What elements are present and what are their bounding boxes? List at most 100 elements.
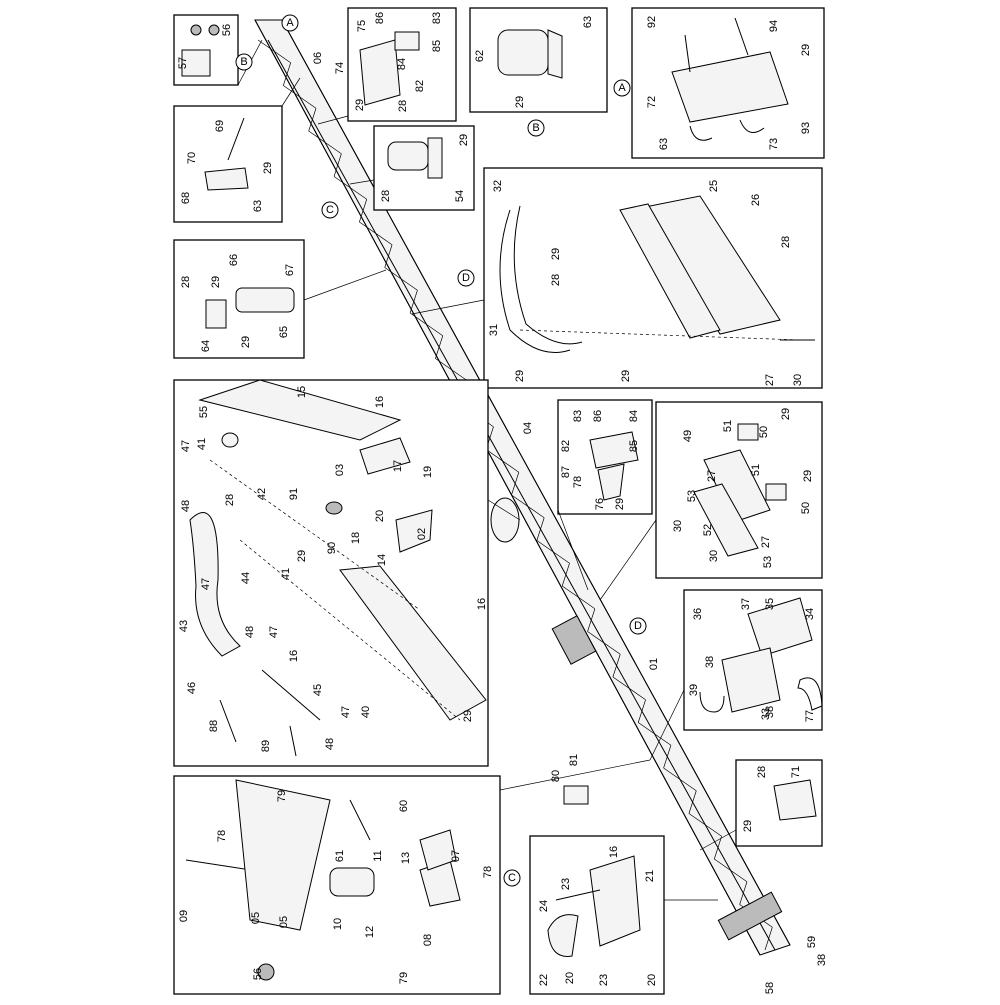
callout-label: 06 bbox=[312, 52, 324, 64]
callout-label: 87 bbox=[560, 466, 572, 478]
callout-label: B bbox=[532, 122, 539, 134]
callout-label: 28 bbox=[550, 274, 562, 286]
arm-14 bbox=[339, 565, 487, 721]
callout-label: 46 bbox=[186, 682, 198, 694]
clamp-50-b bbox=[765, 483, 787, 501]
callout-label: 55 bbox=[198, 406, 210, 418]
callout-label: 65 bbox=[278, 326, 290, 338]
callout-label: 90 bbox=[326, 542, 338, 554]
bracket-64 bbox=[205, 299, 227, 329]
callout-label: 12 bbox=[364, 926, 376, 938]
callout-label: 47 bbox=[340, 706, 352, 718]
hose-89 bbox=[289, 725, 297, 757]
callout-label: 78 bbox=[216, 830, 228, 842]
callout-label: 92 bbox=[646, 16, 658, 28]
callout-label: 93 bbox=[800, 122, 812, 134]
rod-45 bbox=[261, 669, 321, 721]
callout-label: 01 bbox=[648, 658, 660, 670]
link-43 bbox=[189, 512, 241, 657]
callout-label: 39 bbox=[688, 684, 700, 696]
clamp-50 bbox=[737, 423, 759, 441]
callout-label: 71 bbox=[790, 766, 802, 778]
callout-label: 37 bbox=[740, 598, 752, 610]
callout-label: D bbox=[462, 272, 470, 284]
callout-label: 10 bbox=[332, 918, 344, 930]
truss-brace bbox=[688, 790, 697, 814]
mount-72 bbox=[671, 51, 789, 123]
callout-label: 61 bbox=[334, 850, 346, 862]
callout-circle bbox=[457, 269, 475, 287]
callout-label: 15 bbox=[296, 386, 308, 398]
callout-label: 35 bbox=[764, 598, 776, 610]
callout-label: 29 bbox=[210, 276, 222, 288]
callout-label: 29 bbox=[514, 370, 526, 382]
callout-label: 94 bbox=[768, 20, 780, 32]
callout-label: 32 bbox=[492, 180, 504, 192]
callout-label: 63 bbox=[252, 200, 264, 212]
callout-label: 41 bbox=[280, 568, 292, 580]
clamp-82 bbox=[394, 31, 420, 51]
callout-label: 08 bbox=[422, 934, 434, 946]
callout-label: 59 bbox=[806, 936, 818, 948]
callout-label: A bbox=[286, 17, 294, 29]
pin-24 bbox=[555, 889, 601, 901]
bushing-90 bbox=[325, 501, 343, 515]
callout-label: 28 bbox=[780, 236, 792, 248]
u-bolts-63-73 bbox=[689, 119, 765, 141]
callout-label: 29 bbox=[614, 498, 626, 510]
truss-brace bbox=[663, 745, 672, 769]
callout-label: 20 bbox=[374, 510, 386, 522]
callout-label: 53 bbox=[686, 490, 698, 502]
callout-label: 28 bbox=[224, 494, 236, 506]
callout-label: 85 bbox=[628, 440, 640, 452]
callout-label: 33 bbox=[760, 708, 772, 720]
boom-end-bracket bbox=[717, 891, 783, 941]
bracket-62 bbox=[547, 29, 563, 79]
callout-label: 63 bbox=[582, 16, 594, 28]
callout-label: 67 bbox=[284, 264, 296, 276]
callout-label: 30 bbox=[708, 550, 720, 562]
callout-label: 58 bbox=[764, 982, 776, 994]
callout-label: 47 bbox=[180, 440, 192, 452]
callout-label: C bbox=[508, 872, 516, 884]
callout-label: 78 bbox=[482, 866, 494, 878]
callout-label: 91 bbox=[288, 488, 300, 500]
truss-brace bbox=[308, 108, 317, 132]
callout-label: 29 bbox=[262, 162, 274, 174]
callout-label: 29 bbox=[802, 470, 814, 482]
callout-label: 62 bbox=[474, 50, 486, 62]
callout-label: 83 bbox=[431, 12, 443, 24]
callout-label: 82 bbox=[414, 80, 426, 92]
bracket-34 bbox=[747, 597, 813, 657]
callout-label: 09 bbox=[178, 910, 190, 922]
callout-label: 88 bbox=[208, 720, 220, 732]
callout-label: 43 bbox=[178, 620, 190, 632]
callout-label: 72 bbox=[646, 96, 658, 108]
spring-60 bbox=[349, 799, 371, 841]
callout-circle bbox=[281, 14, 299, 32]
callout-label: 19 bbox=[422, 466, 434, 478]
pad-22 bbox=[547, 914, 579, 957]
callout-label: 16 bbox=[374, 396, 386, 408]
callout-label: 79 bbox=[398, 972, 410, 984]
callout-label: 52 bbox=[702, 524, 714, 536]
truss-brace bbox=[612, 654, 621, 678]
callout-label: 30 bbox=[672, 520, 684, 532]
callout-label: 85 bbox=[431, 40, 443, 52]
lever-03 bbox=[359, 437, 411, 475]
callout-label: 22 bbox=[538, 974, 550, 986]
plate-71 bbox=[773, 779, 817, 821]
nut-56 bbox=[190, 24, 202, 36]
callout-label: 27 bbox=[764, 374, 776, 386]
truss-brace bbox=[536, 540, 570, 564]
truss-brace bbox=[511, 472, 520, 496]
truss-brace bbox=[587, 608, 596, 632]
hose-88 bbox=[219, 699, 237, 743]
valve-54 bbox=[387, 141, 429, 171]
callout-label: 56 bbox=[221, 24, 233, 36]
truss-brace bbox=[409, 290, 418, 314]
callout-label: 80 bbox=[550, 770, 562, 782]
boom-hinge bbox=[490, 497, 520, 543]
bracket-54 bbox=[427, 137, 443, 179]
